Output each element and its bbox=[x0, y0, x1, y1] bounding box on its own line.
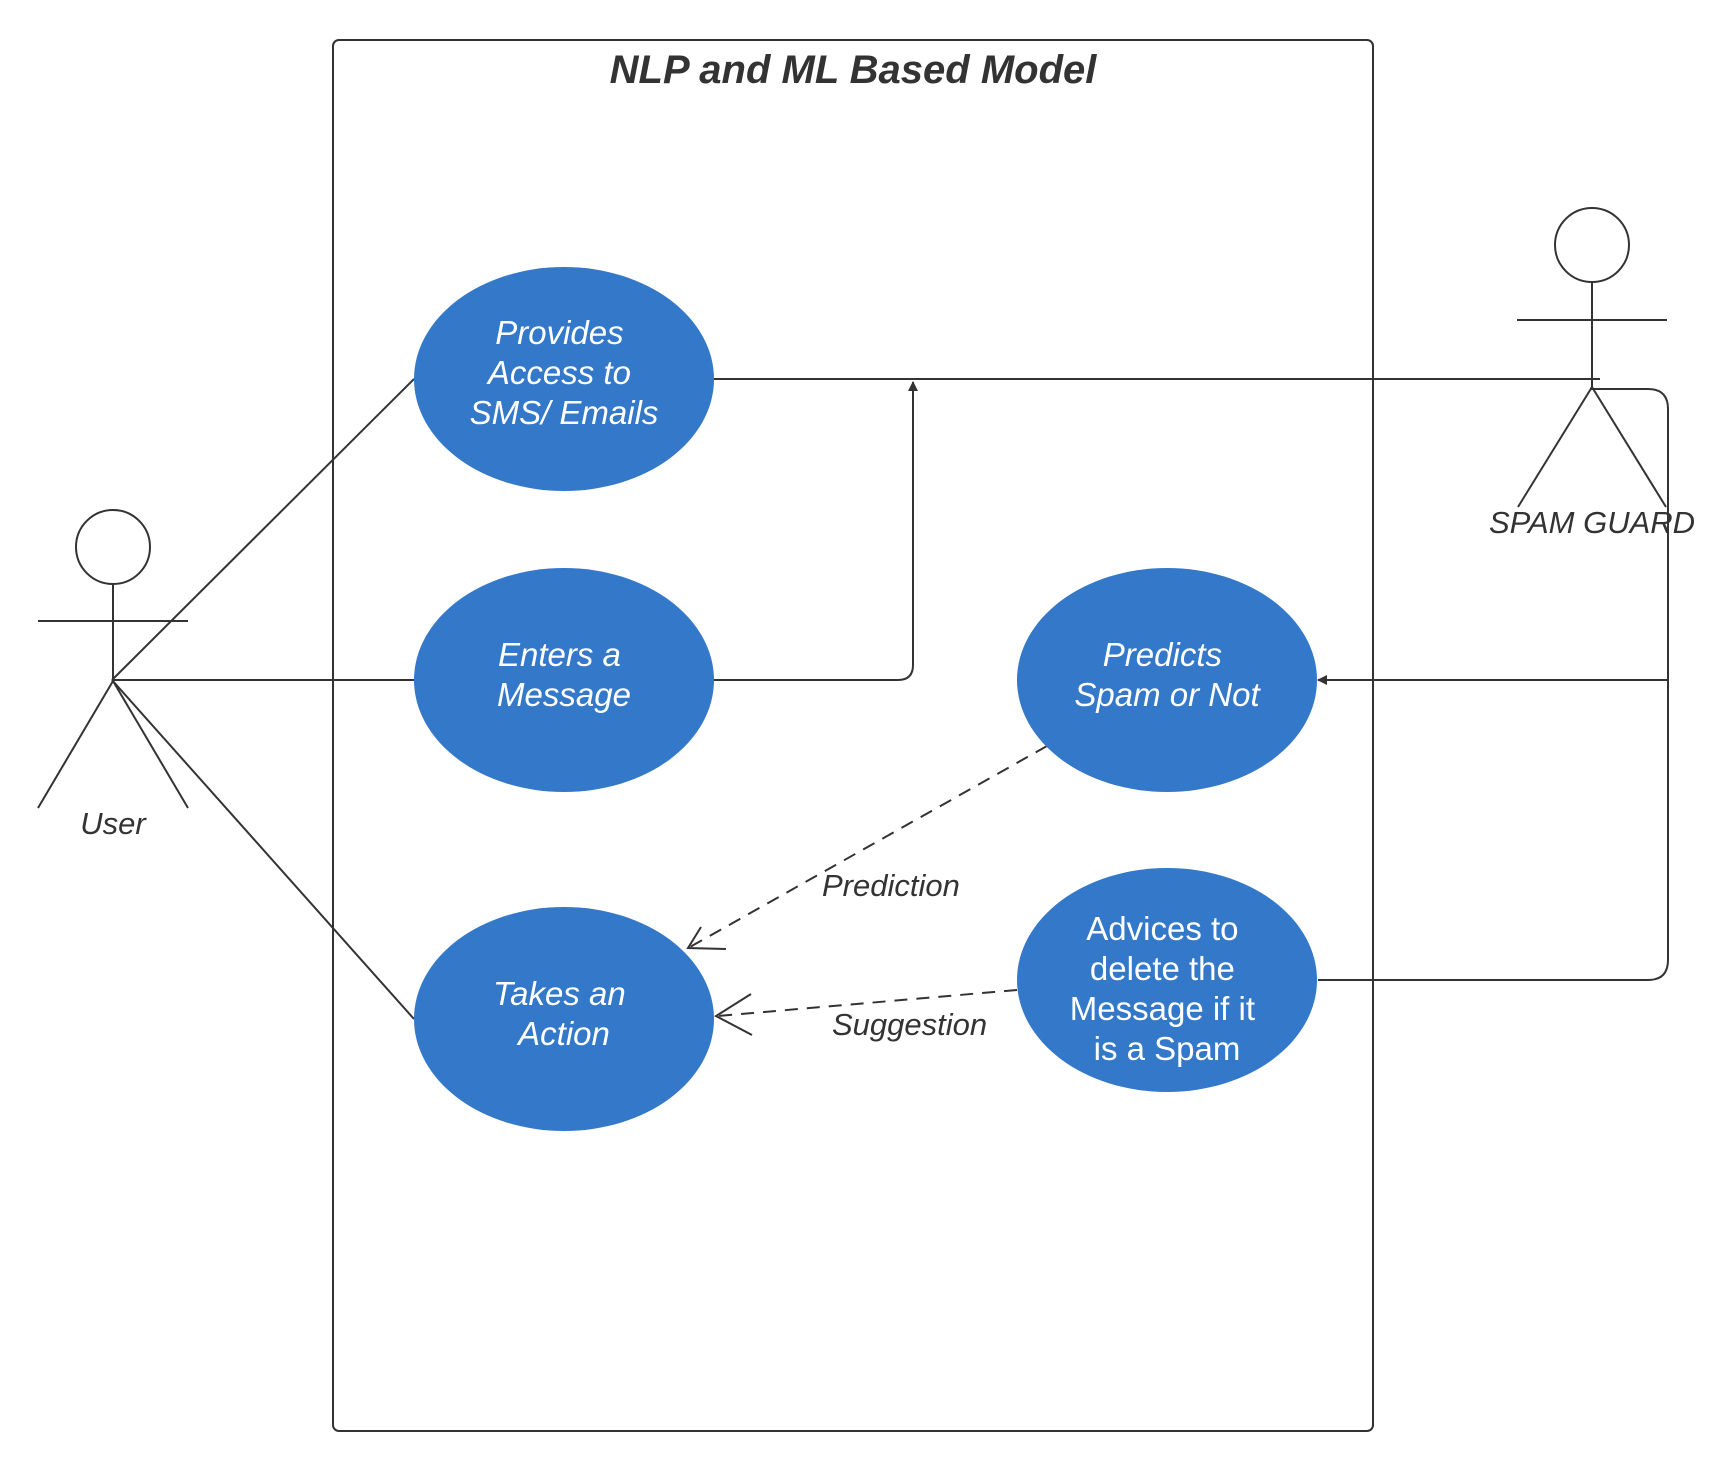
actor-spam-guard[interactable] bbox=[1517, 207, 1667, 508]
use-case-takes-action-line-1: Takes an bbox=[493, 975, 626, 1012]
use-case-predicts-line-2: Spam or Not bbox=[1074, 676, 1261, 713]
actor-user-right-leg bbox=[112, 680, 189, 809]
svg-text:Provides Access to: Provides Access to SMS/ Emails bbox=[470, 314, 659, 431]
flow-enter-message-to-access bbox=[713, 381, 918, 681]
use-case-advices-delete[interactable]: Advices to delete the Message if it is a… bbox=[1017, 868, 1317, 1092]
svg-text:Predicts Spam or Not: Predicts Spam or Not bbox=[1074, 636, 1261, 713]
use-case-predicts-line-1: Predicts bbox=[1103, 636, 1222, 673]
actor-spam-guard-left-leg bbox=[1517, 386, 1593, 508]
dependency-suggestion-arrowhead bbox=[714, 993, 753, 1036]
system-boundary bbox=[332, 39, 1374, 1432]
use-case-takes-action-line-2: Action bbox=[516, 1015, 610, 1052]
actor-spam-guard-label: SPAM GUARD bbox=[1489, 505, 1695, 540]
use-case-advices-line-2: delete the bbox=[1090, 950, 1235, 987]
use-case-enters-message-line-2: Message bbox=[497, 676, 631, 713]
svg-text:Takes an Action: Takes an Action bbox=[493, 975, 635, 1052]
use-case-advices-line-1: Advices to bbox=[1086, 910, 1238, 947]
association-spam-guard-advices bbox=[1318, 680, 1669, 981]
use-case-advices-line-4: is a Spam bbox=[1094, 1030, 1241, 1067]
svg-text:Enters a Message: Enters a Message bbox=[497, 636, 631, 713]
association-user-takes-action bbox=[111, 679, 415, 1020]
use-case-provides-access[interactable]: Provides Access to SMS/ Emails bbox=[414, 267, 714, 491]
dependency-suggestion bbox=[717, 989, 1018, 1017]
actor-user[interactable] bbox=[37, 509, 189, 809]
prediction-label: Prediction bbox=[822, 868, 960, 903]
actor-user-left-leg bbox=[37, 680, 114, 809]
use-case-enters-message[interactable]: Enters a Message bbox=[414, 568, 714, 792]
dependency-prediction-arrowhead bbox=[686, 926, 727, 950]
flow-lines bbox=[713, 378, 1669, 981]
use-case-enters-message-line-1: Enters a bbox=[498, 636, 621, 673]
actor-spam-guard-head bbox=[1554, 207, 1630, 283]
use-case-provides-access-line-3: SMS/ Emails bbox=[470, 394, 659, 431]
use-case-predicts-spam[interactable]: Predicts Spam or Not bbox=[1017, 568, 1317, 792]
actor-user-label: User bbox=[80, 806, 147, 841]
flow-spam-guard-to-predicts bbox=[1317, 388, 1669, 685]
user-associations bbox=[111, 378, 415, 1020]
use-case-advices-line-3: Message if it bbox=[1070, 990, 1255, 1027]
dependency-prediction bbox=[689, 745, 1048, 948]
use-case-takes-action[interactable]: Takes an Action bbox=[414, 907, 714, 1131]
system-title: NLP and ML Based Model bbox=[610, 48, 1098, 92]
svg-text:Advices to delete the: Advices to delete the Message if it is a… bbox=[1070, 910, 1264, 1067]
actor-user-head bbox=[75, 509, 151, 585]
suggestion-label: Suggestion bbox=[832, 1007, 987, 1042]
use-case-provides-access-line-2: Access to bbox=[486, 354, 631, 391]
association-user-provides-access bbox=[111, 378, 415, 681]
dependency-lines bbox=[686, 745, 1048, 1036]
actor-spam-guard-right-leg bbox=[1591, 386, 1667, 508]
use-case-provides-access-line-1: Provides bbox=[495, 314, 623, 351]
